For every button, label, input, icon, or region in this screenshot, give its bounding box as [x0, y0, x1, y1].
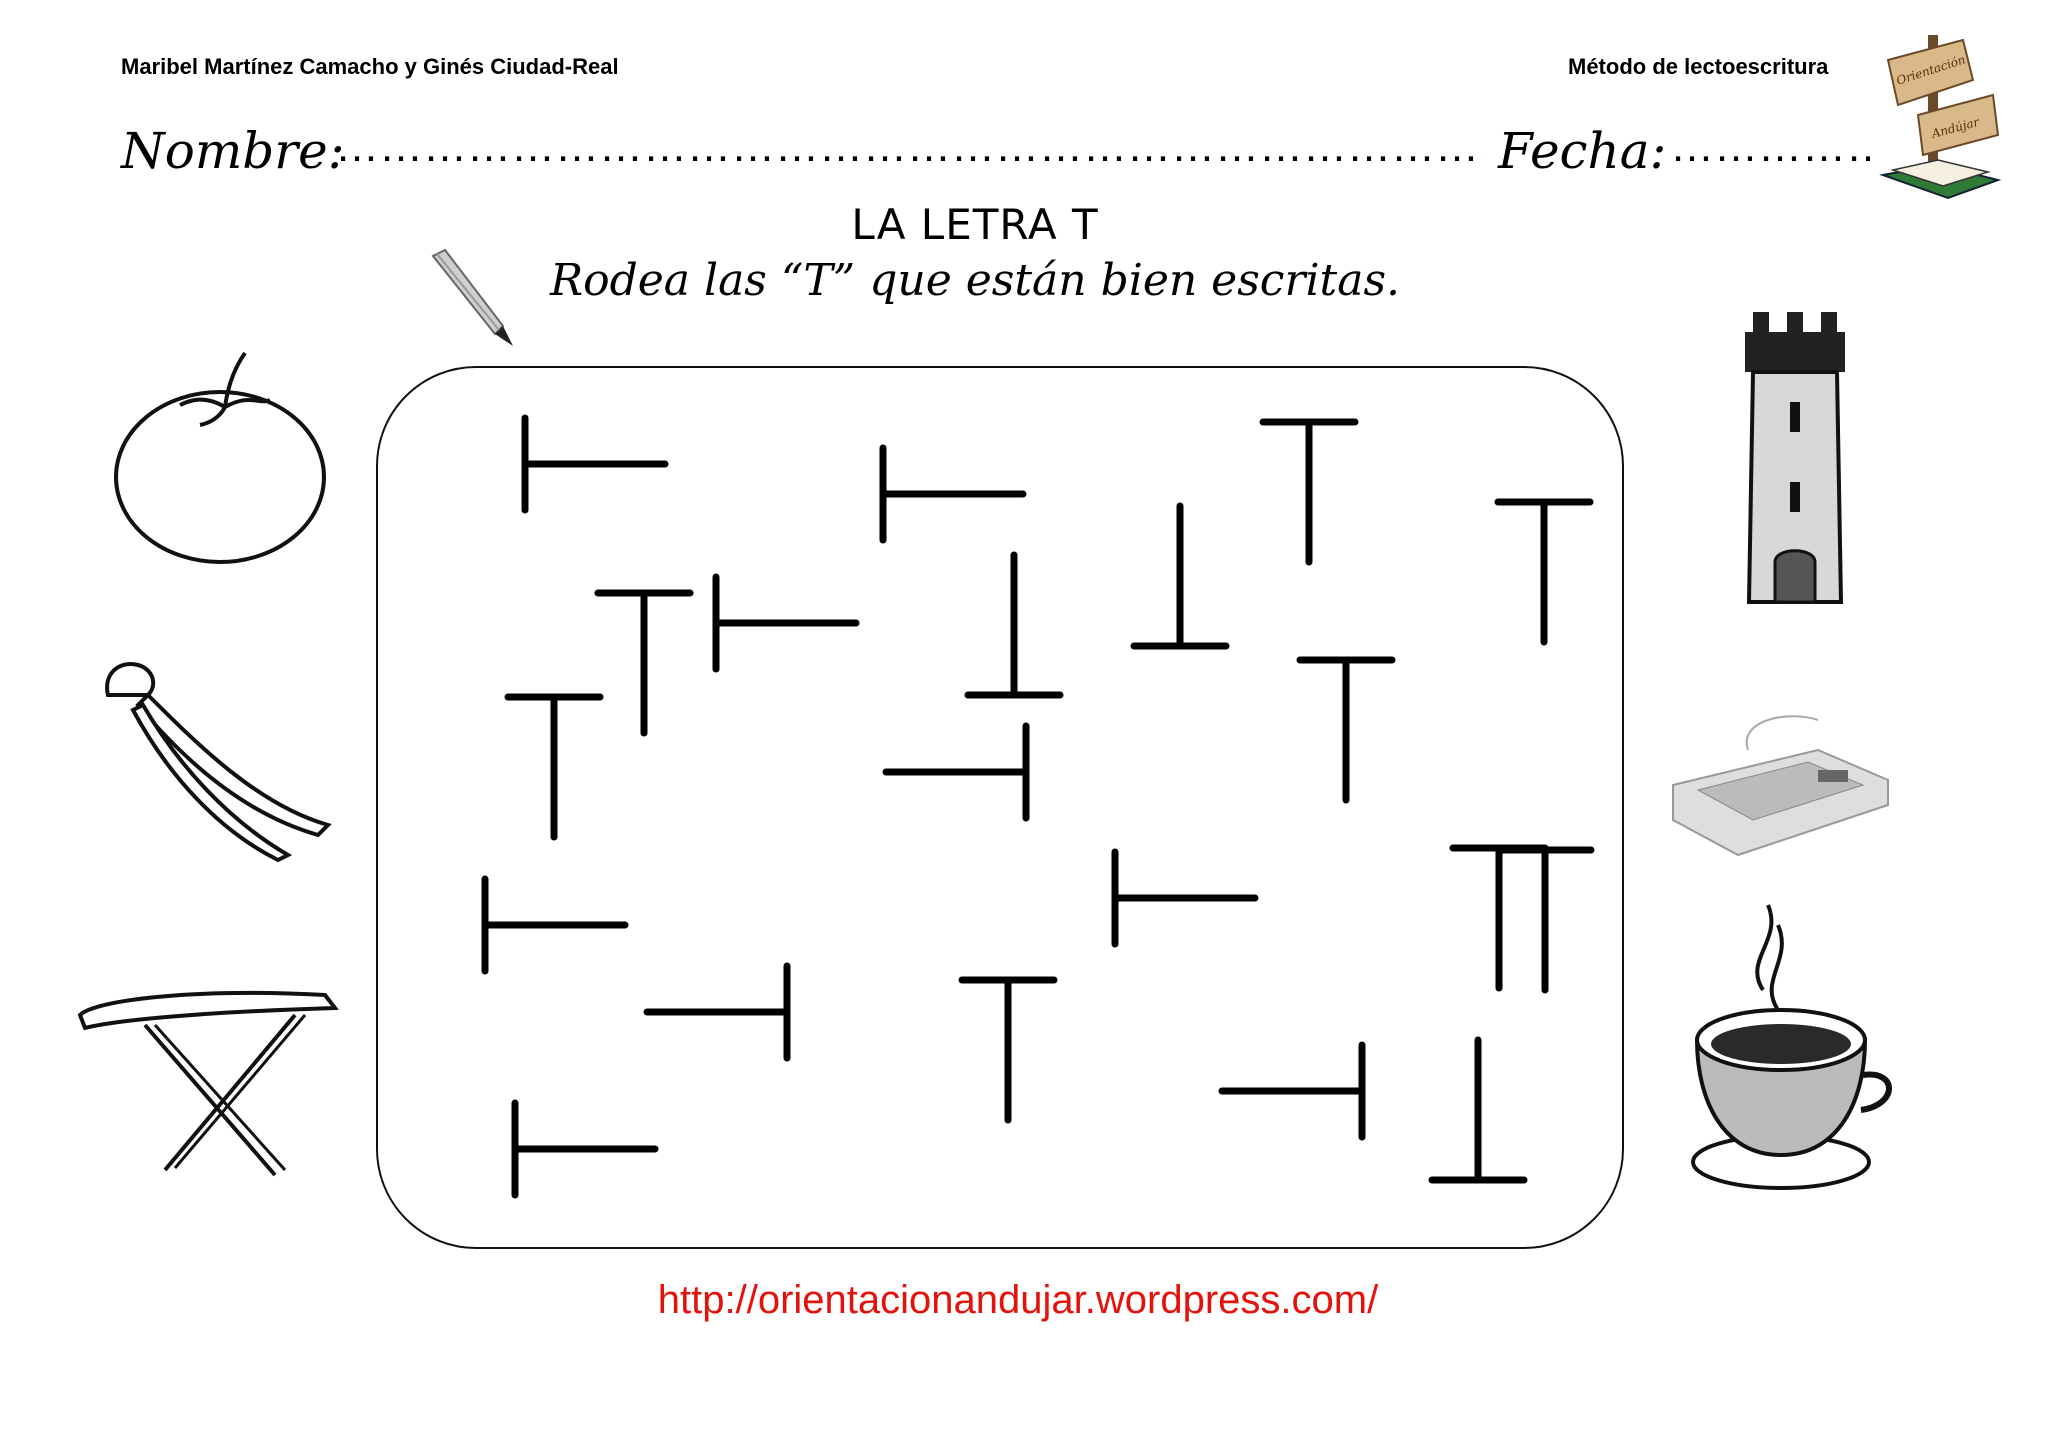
letter-t-right[interactable]: [1111, 848, 1259, 948]
worksheet-instruction: Rodea las “T” que están bien escritas.: [549, 255, 1401, 306]
letter-t-left[interactable]: [1218, 1041, 1366, 1141]
letter-t-upright[interactable]: [594, 589, 694, 737]
letter-t-upright[interactable]: [1494, 498, 1594, 646]
letter-t-left[interactable]: [643, 962, 791, 1062]
letter-t-left[interactable]: [882, 722, 1030, 822]
pencil-icon: [431, 248, 513, 346]
name-label: Nombre:: [121, 122, 345, 180]
keyboard-icon: [1672, 715, 1889, 857]
letter-t-right[interactable]: [481, 875, 629, 975]
authors-text: Maribel Martínez Camacho y Ginés Ciudad-…: [121, 54, 619, 79]
tomato-icon: [114, 351, 326, 564]
method-title: Método de lectoescritura: [1568, 54, 1829, 79]
letter-t-right[interactable]: [521, 414, 669, 514]
letter-t-upright[interactable]: [958, 976, 1058, 1124]
date-field[interactable]: …………………: [1670, 122, 1870, 171]
orientacion-andujar-logo: Orientación Andújar: [1879, 35, 2002, 200]
date-label: Fecha:: [1498, 122, 1667, 180]
teacup-icon: [1691, 904, 1892, 1190]
letter-t-upright[interactable]: [1259, 418, 1359, 566]
letter-t-inverted[interactable]: [1130, 502, 1230, 650]
letter-t-right[interactable]: [712, 573, 860, 673]
tower-icon: [1745, 312, 1845, 604]
letter-t-right[interactable]: [879, 444, 1027, 544]
pincers-icon: [105, 662, 332, 863]
ironing-board-icon: [77, 990, 339, 1177]
letter-t-inverted[interactable]: [964, 551, 1064, 699]
name-field[interactable]: …………………………………………………………………………………………………: [335, 122, 1485, 171]
letter-t-upright[interactable]: [1495, 846, 1595, 994]
letters-box: [376, 366, 1624, 1249]
letter-t-inverted[interactable]: [1428, 1036, 1528, 1184]
letter-t-upright[interactable]: [1296, 656, 1396, 804]
worksheet-title: LA LETRA T: [851, 200, 1099, 249]
letter-t-upright[interactable]: [1449, 844, 1549, 992]
website-link[interactable]: http://orientacionandujar.wordpress.com/: [657, 1278, 1379, 1322]
letter-t-upright[interactable]: [504, 693, 604, 841]
letter-t-right[interactable]: [511, 1099, 659, 1199]
